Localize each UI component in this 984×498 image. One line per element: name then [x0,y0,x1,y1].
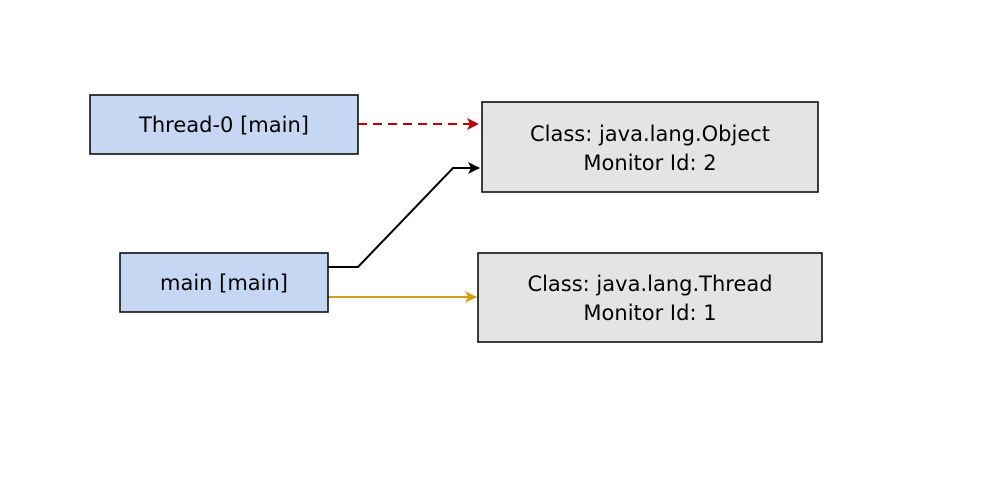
thread-node-label: Thread-0 [main] [138,113,309,137]
thread-node-label: main [main] [160,271,288,295]
monitor-id-label: Monitor Id: 1 [583,301,716,325]
monitor-class-label: Class: java.lang.Thread [527,272,772,296]
thread-node-main[interactable]: main [main] [119,252,329,313]
monitor-id-label: Monitor Id: 2 [583,151,716,175]
monitor-class-label: Class: java.lang.Object [530,122,770,146]
thread-node-thread0[interactable]: Thread-0 [main] [89,94,359,155]
edge-main-holds-object [328,162,480,268]
monitor-node-object[interactable]: Class: java.lang.Object Monitor Id: 2 [481,101,819,193]
monitor-node-thread[interactable]: Class: java.lang.Thread Monitor Id: 1 [477,252,823,343]
